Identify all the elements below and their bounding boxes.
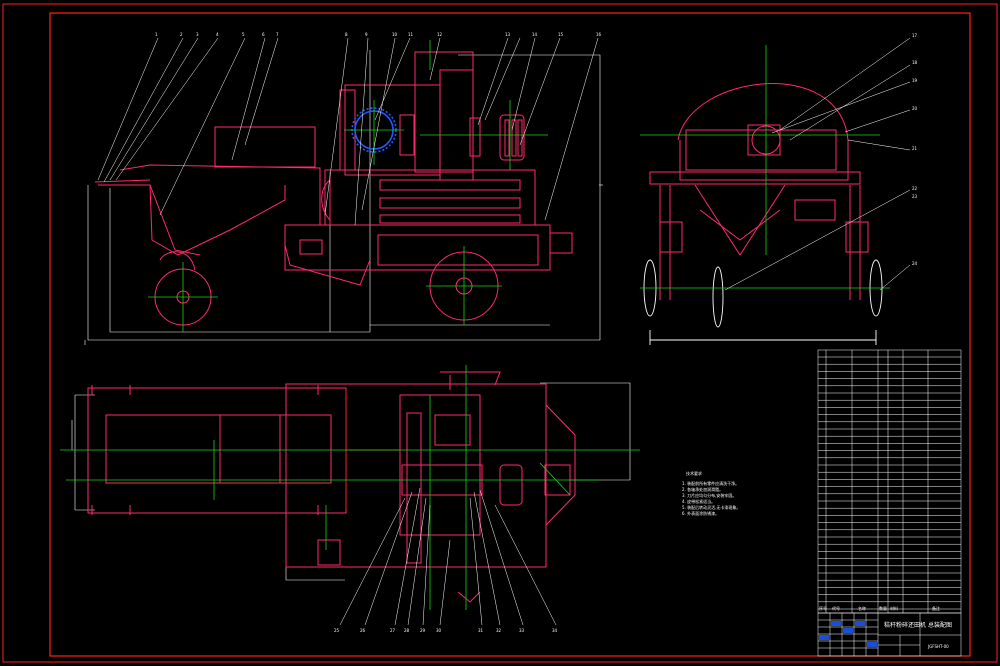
technical-notes: 技术要求 1. 装配前所有零件应清洗干净。 2. 各轴承处加润滑脂。 3. 刀片… xyxy=(682,470,740,516)
callout-label: 15 xyxy=(558,32,564,37)
callout-label: 19 xyxy=(912,78,918,83)
callout-label: 26 xyxy=(360,628,366,633)
callout-label: 31 xyxy=(478,628,484,633)
sheet-outer-border xyxy=(2,3,998,663)
side-elevation-view: 17 18 19 20 21 22 23 24 xyxy=(640,33,918,345)
assembly-label: 总装配图 xyxy=(928,621,952,629)
callout-label: 1 xyxy=(155,32,158,37)
callout-label: 27 xyxy=(390,628,396,633)
callout-label: 5 xyxy=(242,32,245,37)
title-block xyxy=(817,612,962,657)
plan-view: 25 26 27 28 29 30 31 32 33 34 xyxy=(60,365,640,633)
bom-header-cell: 序号 xyxy=(819,605,827,611)
callout-label: 23 xyxy=(912,194,918,199)
callout-label: 6 xyxy=(262,32,265,37)
drawing-number: JGFSHT-00 xyxy=(927,644,949,649)
front-elevation-view: 1 2 3 4 5 6 7 8 9 10 11 12 13 14 15 16 xyxy=(84,32,603,345)
callout-label: 21 xyxy=(912,146,918,151)
callout-label: 29 xyxy=(420,628,426,633)
callout-label: 28 xyxy=(404,628,410,633)
sheet-inner-border xyxy=(49,12,971,657)
note-line: 5. 装配后转动灵活,无卡滞现象。 xyxy=(682,504,740,510)
bom-header-cell: 代号 xyxy=(832,605,840,611)
callout-label: 11 xyxy=(408,32,414,37)
callout-label: 3 xyxy=(196,32,199,37)
callout-label: 14 xyxy=(532,32,538,37)
callout-label: 4 xyxy=(216,32,219,37)
bom-header-cell: 备注 xyxy=(932,605,940,611)
callout-label: 20 xyxy=(912,106,918,111)
bom-header-row: 序号 代号 名称 数量 材料 备注 xyxy=(819,605,940,611)
note-line: 4. 皮带松紧适当。 xyxy=(682,498,715,504)
callout-label: 12 xyxy=(437,32,443,37)
bom-header-cell: 名称 xyxy=(858,605,866,611)
callout-label: 18 xyxy=(912,60,918,65)
callout-label: 17 xyxy=(912,33,918,38)
note-line: 1. 装配前所有零件应清洗干净。 xyxy=(682,480,739,486)
callout-label: 22 xyxy=(912,186,918,191)
callout-label: 33 xyxy=(519,628,525,633)
bom-header-cell: 材料 xyxy=(890,605,898,611)
callout-label: 25 xyxy=(334,628,340,633)
callout-label: 32 xyxy=(496,628,502,633)
callout-label: 2 xyxy=(180,32,183,37)
callout-label: 13 xyxy=(505,32,511,37)
note-line: 6. 外表面涂防锈漆。 xyxy=(682,510,719,516)
callout-label: 9 xyxy=(365,32,368,37)
callout-label: 16 xyxy=(596,32,602,37)
bom-table xyxy=(817,349,962,614)
title-block-cells xyxy=(819,621,877,647)
callout-label: 10 xyxy=(392,32,398,37)
callout-label: 24 xyxy=(912,261,918,266)
notes-heading: 技术要求 xyxy=(686,470,702,476)
callout-label: 34 xyxy=(552,628,558,633)
callout-label: 30 xyxy=(436,628,442,633)
callout-label: 7 xyxy=(276,32,279,37)
drawing-title: 秸秆粉碎还田机 xyxy=(884,621,926,629)
note-line: 2. 各轴承处加润滑脂。 xyxy=(682,486,723,492)
bom-header-cell: 数量 xyxy=(879,605,887,611)
note-line: 3. 刀片应均匀分布,安装牢固。 xyxy=(682,492,736,498)
callout-label: 8 xyxy=(345,32,348,37)
